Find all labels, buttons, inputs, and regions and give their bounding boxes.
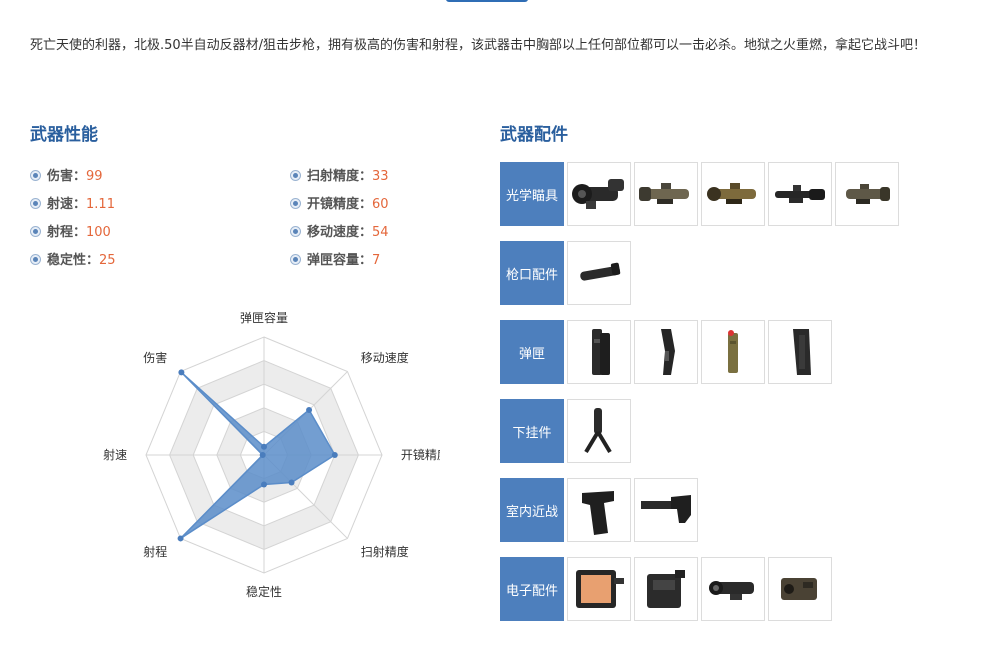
scope-gold-icon[interactable]: [701, 162, 765, 226]
pistol-grip-icon[interactable]: [567, 478, 631, 542]
bullet-icon: [290, 254, 301, 265]
laser-module-icon[interactable]: [701, 557, 765, 621]
stat-damage: 伤害：99: [30, 166, 103, 188]
radar-axis-label: 开镜精度: [401, 447, 440, 462]
magazine-double-icon[interactable]: [567, 320, 631, 384]
monitor-sight-icon[interactable]: [567, 557, 631, 621]
category-underbarrel[interactable]: 下挂件: [500, 399, 564, 463]
bullet-icon: [290, 170, 301, 181]
stat-magazine-capacity: 弹匣容量：7: [290, 250, 380, 272]
magazine-curved-icon[interactable]: [634, 320, 698, 384]
radar-point-7: [178, 369, 185, 376]
suppressor-icon[interactable]: [567, 241, 631, 305]
radar-point-0: [261, 443, 267, 450]
radar-point-4: [261, 481, 267, 488]
category-magazine[interactable]: 弹匣: [500, 320, 564, 384]
radar-point-2: [331, 452, 338, 458]
magazine-green-icon[interactable]: [701, 320, 765, 384]
bullet-icon: [290, 198, 301, 209]
magazine-box-icon[interactable]: [768, 320, 832, 384]
bullet-icon: [30, 198, 41, 209]
radar-axis-label: 稳定性: [246, 584, 282, 599]
radar-point-5: [177, 535, 184, 542]
category-muzzle[interactable]: 枪口配件: [500, 241, 564, 305]
battery-pack-icon[interactable]: [634, 557, 698, 621]
radar-axis-label: 射速: [103, 447, 127, 462]
radar-axis-label: 伤害: [143, 350, 167, 365]
radar-chart: 弹匣容量移动速度开镜精度扫射精度稳定性 射程 射速 伤害: [103, 310, 440, 599]
category-cqb[interactable]: 室内近战: [500, 478, 564, 542]
bullet-icon: [290, 226, 301, 237]
stat-move-speed: 移动速度：54: [290, 222, 389, 244]
stat-scope-accuracy: 开镜精度：60: [290, 194, 389, 216]
stat-fire-rate: 射速：1.11: [30, 194, 115, 216]
parts-title: 武器配件: [500, 125, 568, 145]
radar-axis-label: 扫射精度: [361, 544, 409, 559]
top-tab-indicator[interactable]: [446, 0, 528, 2]
radar-axis-label: 射程: [143, 544, 167, 559]
stat-spray-accuracy: 扫射精度：33: [290, 166, 389, 188]
radar-point-3: [288, 479, 295, 486]
bullet-icon: [30, 170, 41, 181]
bullet-icon: [30, 254, 41, 265]
scope-long-black-icon[interactable]: [768, 162, 832, 226]
stock-icon[interactable]: [634, 478, 698, 542]
bipod-grip-icon[interactable]: [567, 399, 631, 463]
performance-title: 武器性能: [30, 125, 98, 145]
category-optics[interactable]: 光学瞄具: [500, 162, 564, 226]
radar-point-6: [259, 452, 266, 458]
weapon-description: 死亡天使的利器，北极.50半自动反器材/狙击步枪，拥有极高的伤害和射程，该武器击…: [30, 38, 927, 53]
radar-axis-label: 弹匣容量: [240, 310, 288, 325]
bullet-icon: [30, 226, 41, 237]
stat-range: 射程：100: [30, 222, 111, 244]
stats-list: 伤害：99 射速：1.11 射程：100 稳定性：25 扫射精度：33 开镜精度…: [30, 166, 470, 286]
scope-night-vision-icon[interactable]: [567, 162, 631, 226]
rangefinder-icon[interactable]: [768, 557, 832, 621]
radar-point-1: [306, 406, 313, 413]
stat-stability: 稳定性：25: [30, 250, 116, 272]
scope-compact-tan-icon[interactable]: [835, 162, 899, 226]
scope-tan-icon[interactable]: [634, 162, 698, 226]
category-electronics[interactable]: 电子配件: [500, 557, 564, 621]
radar-axis-label: 移动速度: [361, 350, 409, 365]
